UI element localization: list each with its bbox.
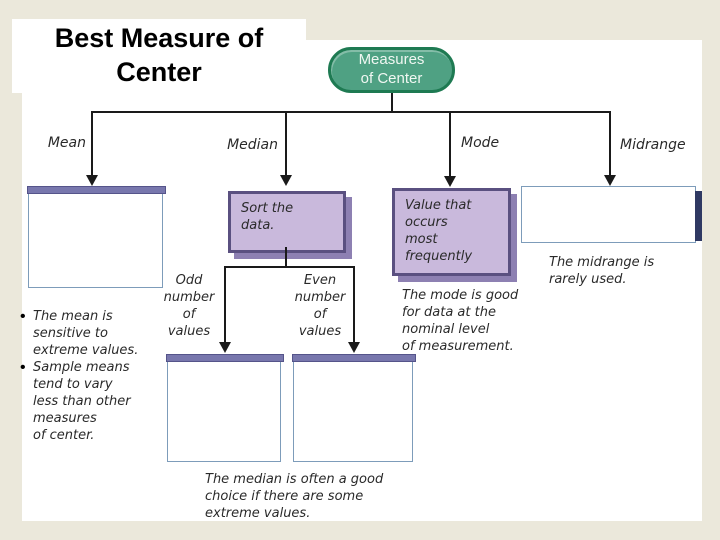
branch-label-mean: Mean [47, 135, 86, 151]
mean-definition-box [27, 186, 166, 288]
list-item: The mean is sensitive to extreme values. [20, 308, 170, 359]
arrow-down-icon [219, 342, 231, 353]
connector-top-rail [91, 111, 611, 113]
mode-definition-text: Value that occurs most frequently [405, 198, 473, 264]
connector-sub-rail [224, 266, 354, 268]
list-item: Sample means tend to vary less than othe… [20, 359, 170, 444]
page-title: Best Measure of Center [54, 23, 264, 87]
connector-mean [91, 112, 93, 175]
mean-notes-list: The mean is sensitive to extreme values.… [20, 308, 170, 444]
connector-mode [449, 112, 451, 177]
connector-median [285, 112, 287, 175]
sub-branch-label-even: Even number of values [294, 273, 346, 339]
mean-note-2: Sample means tend to vary less than othe… [33, 360, 131, 443]
box-top-bar [166, 354, 284, 362]
median-note: The median is often a good choice if the… [205, 472, 384, 521]
arrow-down-icon [280, 175, 292, 186]
arrow-down-icon [86, 175, 98, 186]
mean-note-1: The mean is sensitive to extreme values. [33, 309, 139, 358]
midrange-note: The midrange is rarely used. [549, 255, 655, 287]
branch-label-median: Median [227, 137, 278, 153]
box-top-bar [27, 186, 166, 194]
title-box: Best Measure of Center [12, 19, 306, 93]
box-top-bar [292, 354, 416, 362]
root-node-measures-of-center: Measures of Center [328, 47, 455, 93]
arrow-down-icon [444, 176, 456, 187]
connector-sort-down [285, 247, 287, 267]
even-values-box [292, 354, 416, 462]
branch-label-mode: Mode [461, 135, 500, 151]
mode-definition-box: Value that occurs most frequently [392, 188, 511, 276]
mode-note: The mode is good for data at the nominal… [402, 288, 519, 354]
sub-branch-label-odd: Odd number of values [163, 273, 215, 339]
connector-midrange [609, 112, 611, 175]
sort-data-box: Sort the data. [228, 191, 346, 253]
connector-odd [224, 266, 226, 342]
odd-values-box [166, 354, 284, 462]
branch-label-midrange: Midrange [620, 137, 686, 153]
connector-trunk [391, 93, 393, 112]
midrange-definition-box [521, 186, 702, 243]
arrow-down-icon [348, 342, 360, 353]
arrow-down-icon [604, 175, 616, 186]
root-node-label: Measures of Center [358, 51, 425, 87]
sort-data-text: Sort the data. [241, 201, 294, 233]
connector-even [353, 266, 355, 342]
box-right-bar [695, 191, 702, 241]
